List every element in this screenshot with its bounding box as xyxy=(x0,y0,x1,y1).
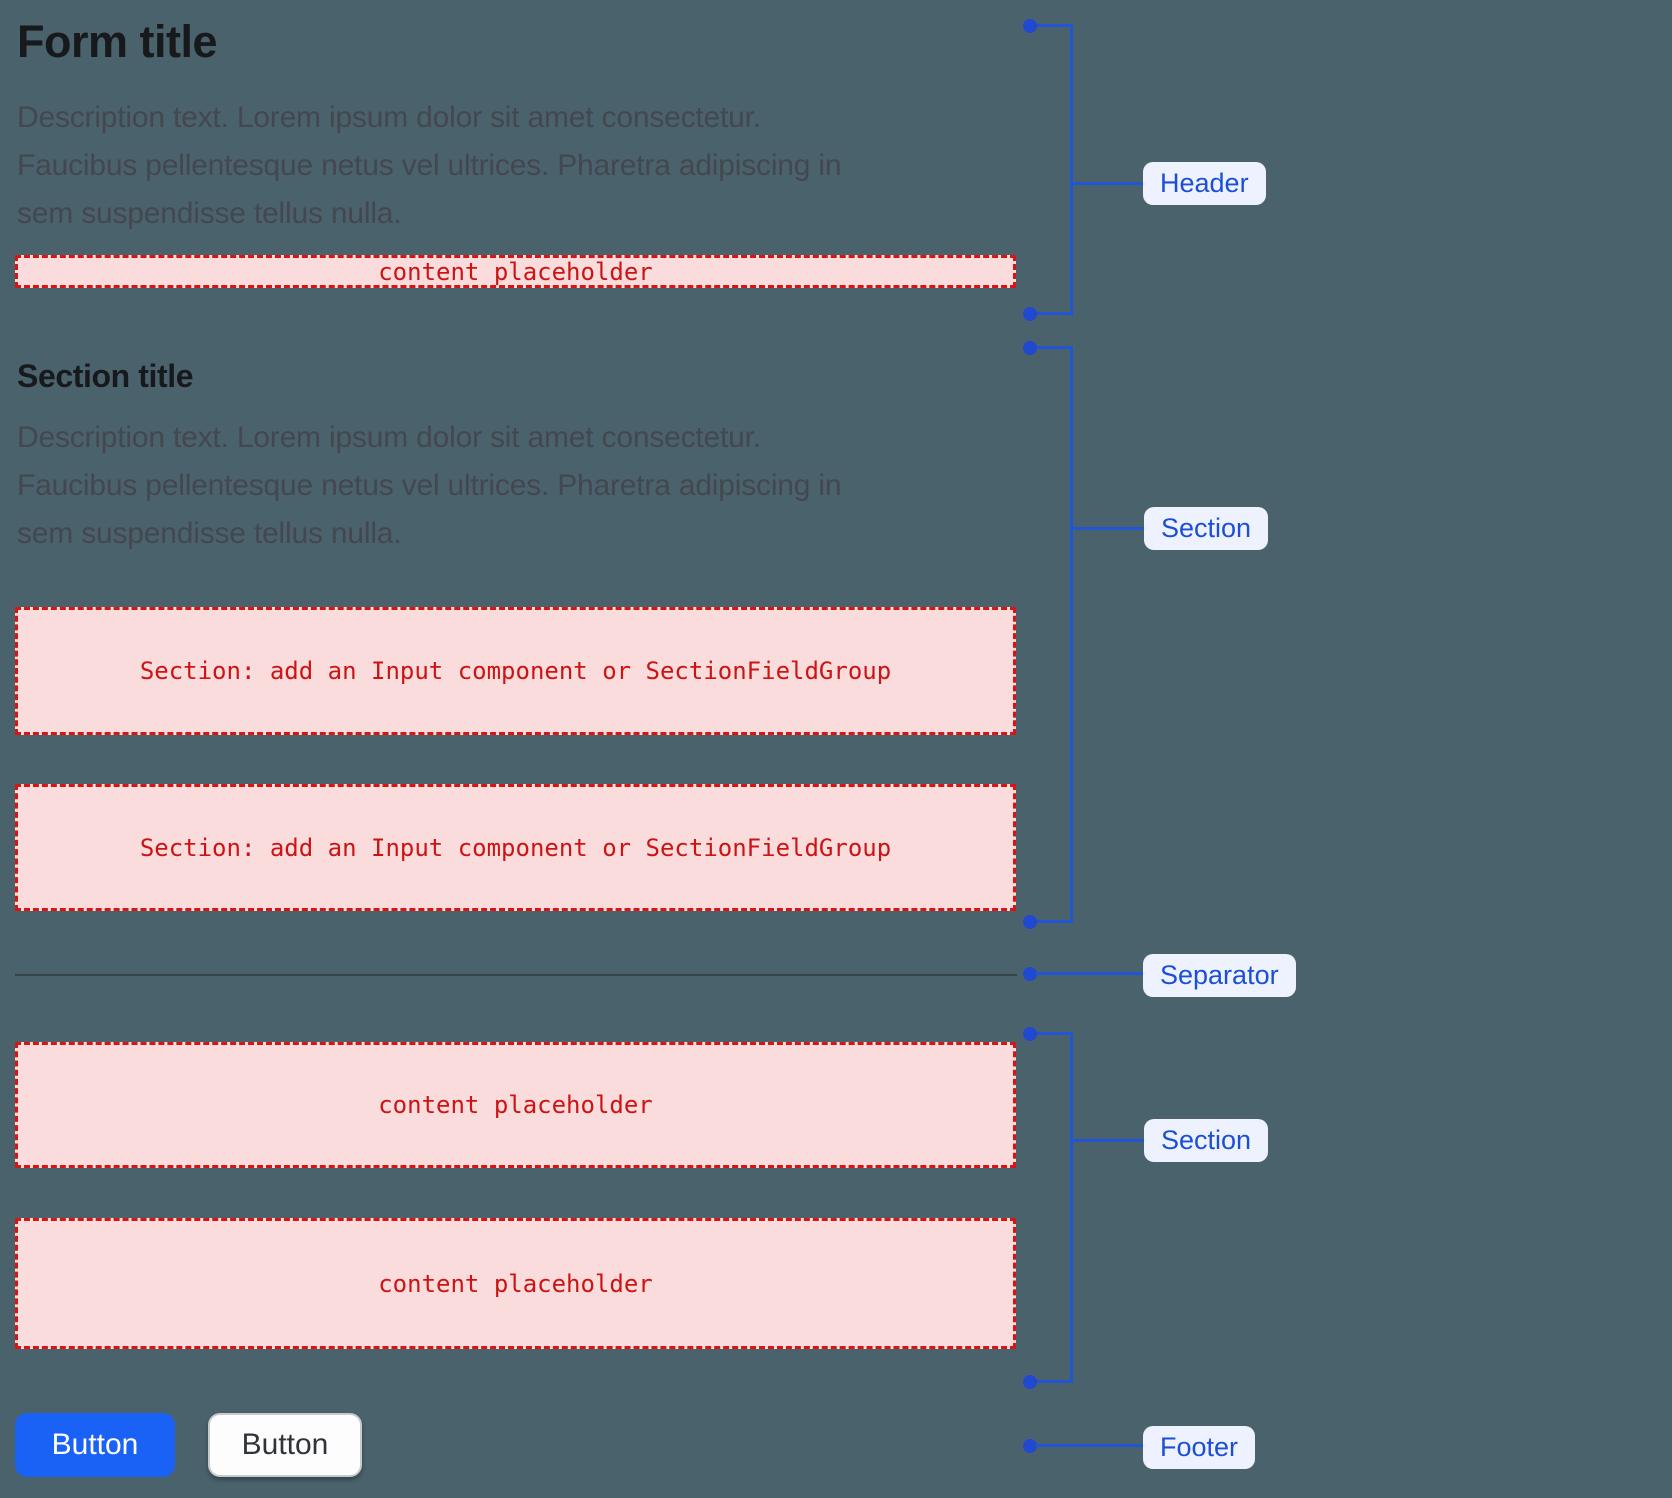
primary-button[interactable]: Button xyxy=(15,1413,175,1477)
form-description-line: Faucibus pellentesque netus vel ultrices… xyxy=(17,149,842,182)
footer-annotation-dot xyxy=(1023,1439,1037,1453)
section-bracket-line xyxy=(1072,527,1144,530)
secondary-button[interactable]: Button xyxy=(208,1413,362,1477)
form-description-line: sem suspendisse tellus nulla. xyxy=(17,197,402,230)
section-bracket-line xyxy=(1033,1380,1073,1383)
section-description-line: Faucibus pellentesque netus vel ultrices… xyxy=(17,469,842,502)
section-content-placeholder: content placeholder xyxy=(15,1218,1016,1349)
section-bracket-dot xyxy=(1023,341,1037,355)
separator-rule xyxy=(15,974,1017,976)
section-bracket-line xyxy=(1033,346,1073,349)
section-bracket-line xyxy=(1072,1139,1144,1142)
header-annotation-label: Header xyxy=(1143,162,1266,205)
section-input-placeholder: Section: add an Input component or Secti… xyxy=(15,607,1016,735)
separator-annotation-line xyxy=(1036,972,1143,975)
separator-annotation-dot xyxy=(1023,967,1037,981)
header-bracket-line xyxy=(1070,24,1073,316)
header-bracket-line xyxy=(1033,24,1073,27)
section-bracket-dot xyxy=(1023,1027,1037,1041)
section-bracket-dot xyxy=(1023,1375,1037,1389)
section-bracket-line xyxy=(1070,1032,1073,1383)
section-description: Description text. Lorem ipsum dolor sit … xyxy=(17,414,842,558)
form-description: Description text. Lorem ipsum dolor sit … xyxy=(17,94,842,238)
separator-annotation-label: Separator xyxy=(1143,954,1296,997)
form-title: Form title xyxy=(17,16,218,67)
header-bracket-dot xyxy=(1023,307,1037,321)
section-bracket-line xyxy=(1033,920,1073,923)
header-bracket-line xyxy=(1072,182,1143,185)
form-description-line: Description text. Lorem ipsum dolor sit … xyxy=(17,101,761,134)
header-content-placeholder: content placeholder xyxy=(15,255,1016,288)
section-title: Section title xyxy=(17,358,194,394)
section-bracket-line xyxy=(1070,346,1073,923)
section-annotation-label: Section xyxy=(1144,1119,1269,1162)
section-bracket-dot xyxy=(1023,915,1037,929)
header-bracket-dot xyxy=(1023,19,1037,33)
footer-annotation-line xyxy=(1036,1444,1143,1447)
footer-annotation-label: Footer xyxy=(1143,1426,1256,1469)
section-input-placeholder: Section: add an Input component or Secti… xyxy=(15,784,1016,911)
section-description-line: sem suspendisse tellus nulla. xyxy=(17,517,402,550)
section-bracket-line xyxy=(1033,1032,1073,1035)
header-bracket-line xyxy=(1033,312,1073,315)
section-annotation-label: Section xyxy=(1144,507,1269,550)
section-content-placeholder: content placeholder xyxy=(15,1042,1016,1168)
section-description-line: Description text. Lorem ipsum dolor sit … xyxy=(17,421,761,454)
